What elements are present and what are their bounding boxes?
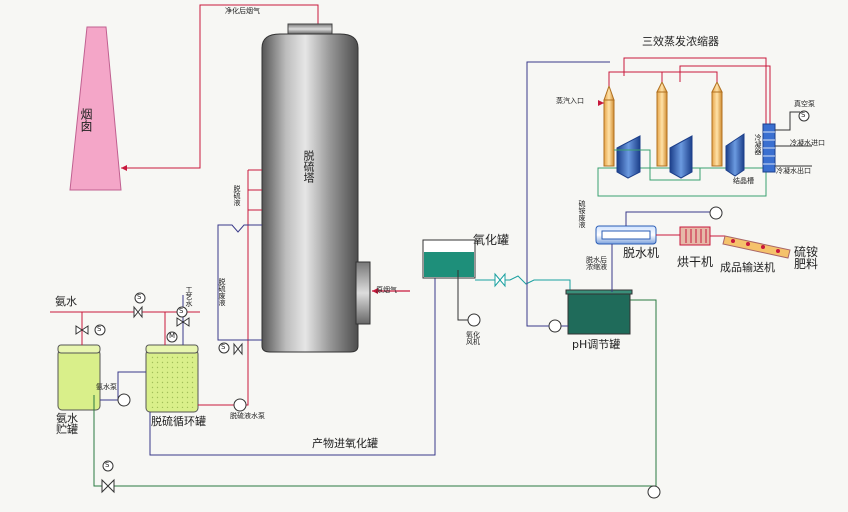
oxidation-fan-label: 氧化风机: [466, 331, 480, 346]
conveyor-rollers: [731, 239, 780, 253]
oxidation-tank-liquid: [424, 252, 474, 277]
evap-column-2-top: [656, 80, 668, 93]
valve-icon: [101, 478, 115, 494]
valve-icon: [176, 317, 190, 327]
evaporator-title: 三效蒸发浓缩器: [642, 35, 719, 48]
s-symbol: S: [801, 111, 806, 119]
desulfurization-tower-body: [261, 33, 359, 353]
ph-pump-icon: [548, 319, 562, 333]
waste-liquid-label: 脱硫废液: [218, 278, 226, 306]
circulation-tank-label: 脱硫循环罐: [151, 415, 206, 428]
evap-column-3: [711, 91, 723, 167]
product-to-oxidation-label: 产物进氧化罐: [312, 437, 378, 450]
circulation-tank-pattern: [150, 356, 194, 408]
vapor-line-2: [661, 71, 718, 82]
conveyor: [722, 235, 791, 259]
purified-gas-arrow: [121, 165, 127, 171]
condenser-label: 冷凝器: [754, 134, 762, 155]
solenoid-s-icon: [102, 460, 114, 472]
separator-3: [725, 133, 745, 177]
dryer-fins: [685, 229, 707, 243]
oxid-to-ph-line: [475, 275, 571, 290]
evap-to-dewater-line: [625, 211, 723, 226]
ammonia-pump-icon: [117, 393, 131, 407]
ammonia-pump-label: 氨水泵: [96, 383, 117, 391]
tower-top-flange: [287, 23, 333, 35]
ammonia-pump-line: [100, 371, 146, 401]
magma-tank-label: 结晶槽: [733, 177, 754, 185]
dewater-core: [601, 230, 651, 240]
vapor-line-top: [623, 57, 767, 126]
tower-waste-line: [217, 224, 262, 341]
evap-column-1: [603, 99, 615, 167]
flue-gas-arrow: [372, 288, 378, 294]
evap-column-2: [656, 91, 668, 167]
vacuum-pump-label: 真空泵: [794, 100, 815, 108]
oxidation-fan-icon: [467, 313, 481, 327]
ph-tank: [567, 291, 631, 335]
cooling-out-label: 冷凝水出口: [776, 167, 811, 175]
solenoid-s-icon: [134, 292, 146, 304]
condenser-fins: [763, 131, 775, 165]
conveyor-label: 成品输送机: [720, 261, 775, 274]
m-symbol: M: [169, 332, 176, 340]
cooling-in-label: 冷凝水进口: [790, 139, 825, 147]
chimney-label: 烟囱: [79, 108, 93, 132]
flue-gas-label: 原烟气: [376, 286, 397, 294]
circulation-tank-top: [145, 344, 199, 354]
after-dewatering-label: 脱水后浓缩液: [586, 256, 607, 271]
ammonia-storage-label: 氨水贮罐: [56, 412, 78, 436]
s-symbol: S: [105, 461, 110, 469]
dewatering-label: 脱水机: [623, 246, 660, 260]
valve-icon: [133, 305, 143, 319]
purified-gas-label: 净化后烟气: [225, 7, 260, 15]
fertilizer-label: 硫铵肥料: [794, 245, 819, 271]
vacuum-pump-icon: [798, 110, 810, 122]
separator-1: [616, 135, 641, 179]
waste-pump-label: 脱硫液水泵: [230, 412, 265, 420]
evap-column-1-top: [603, 84, 615, 101]
vapor-line-3: [679, 65, 771, 126]
ph-tank-rim: [565, 289, 633, 295]
steam-arrow: [598, 100, 604, 106]
solenoid-s-icon: [218, 342, 230, 354]
product-line: [149, 270, 436, 456]
flue-gas-inlet-nozzle: [355, 261, 371, 325]
s-symbol: S: [97, 325, 102, 333]
s-symbol: S: [221, 343, 226, 351]
oxidation-tank-label: 氧化罐: [473, 233, 510, 247]
waste-pump-icon: [233, 398, 247, 412]
chimney-shape: [69, 26, 122, 191]
s-symbol: S: [179, 307, 184, 315]
process-water-label: 工艺水: [185, 286, 193, 307]
pump-icon: [647, 485, 661, 499]
dryer-label: 烘干机: [677, 255, 714, 269]
separator-2: [669, 135, 693, 179]
valve-icon: [233, 342, 243, 356]
valve-icon: [494, 272, 506, 288]
ph-tank-label: pH调节罐: [572, 338, 621, 351]
ammonia-tank-top: [57, 344, 101, 354]
vapor-line-1: [608, 71, 663, 86]
tower-label: 脱硫塔: [302, 150, 315, 183]
evap-liquor-lines: [614, 149, 701, 181]
purified-gas-line: [121, 4, 319, 169]
evap-column-3-top: [711, 80, 723, 93]
valve-icon: [75, 325, 89, 335]
crystal-pump-icon: [709, 206, 723, 220]
ph-to-evap-line: [526, 61, 610, 327]
ammonia-water-label: 氨水: [55, 295, 77, 308]
solenoid-s-icon: [176, 306, 188, 318]
steam-inlet-label: 蒸汽入口: [556, 97, 584, 105]
oxidation-air-line: [457, 270, 468, 321]
solenoid-s-icon: [94, 324, 106, 336]
s-symbol: S: [137, 293, 142, 301]
motor-m-icon: [166, 331, 178, 343]
desulf-liquid-label: 脱硫液: [233, 185, 241, 206]
ammonium-waste-label: 硫铵废液: [578, 200, 586, 228]
vacuum-line: [775, 111, 800, 131]
